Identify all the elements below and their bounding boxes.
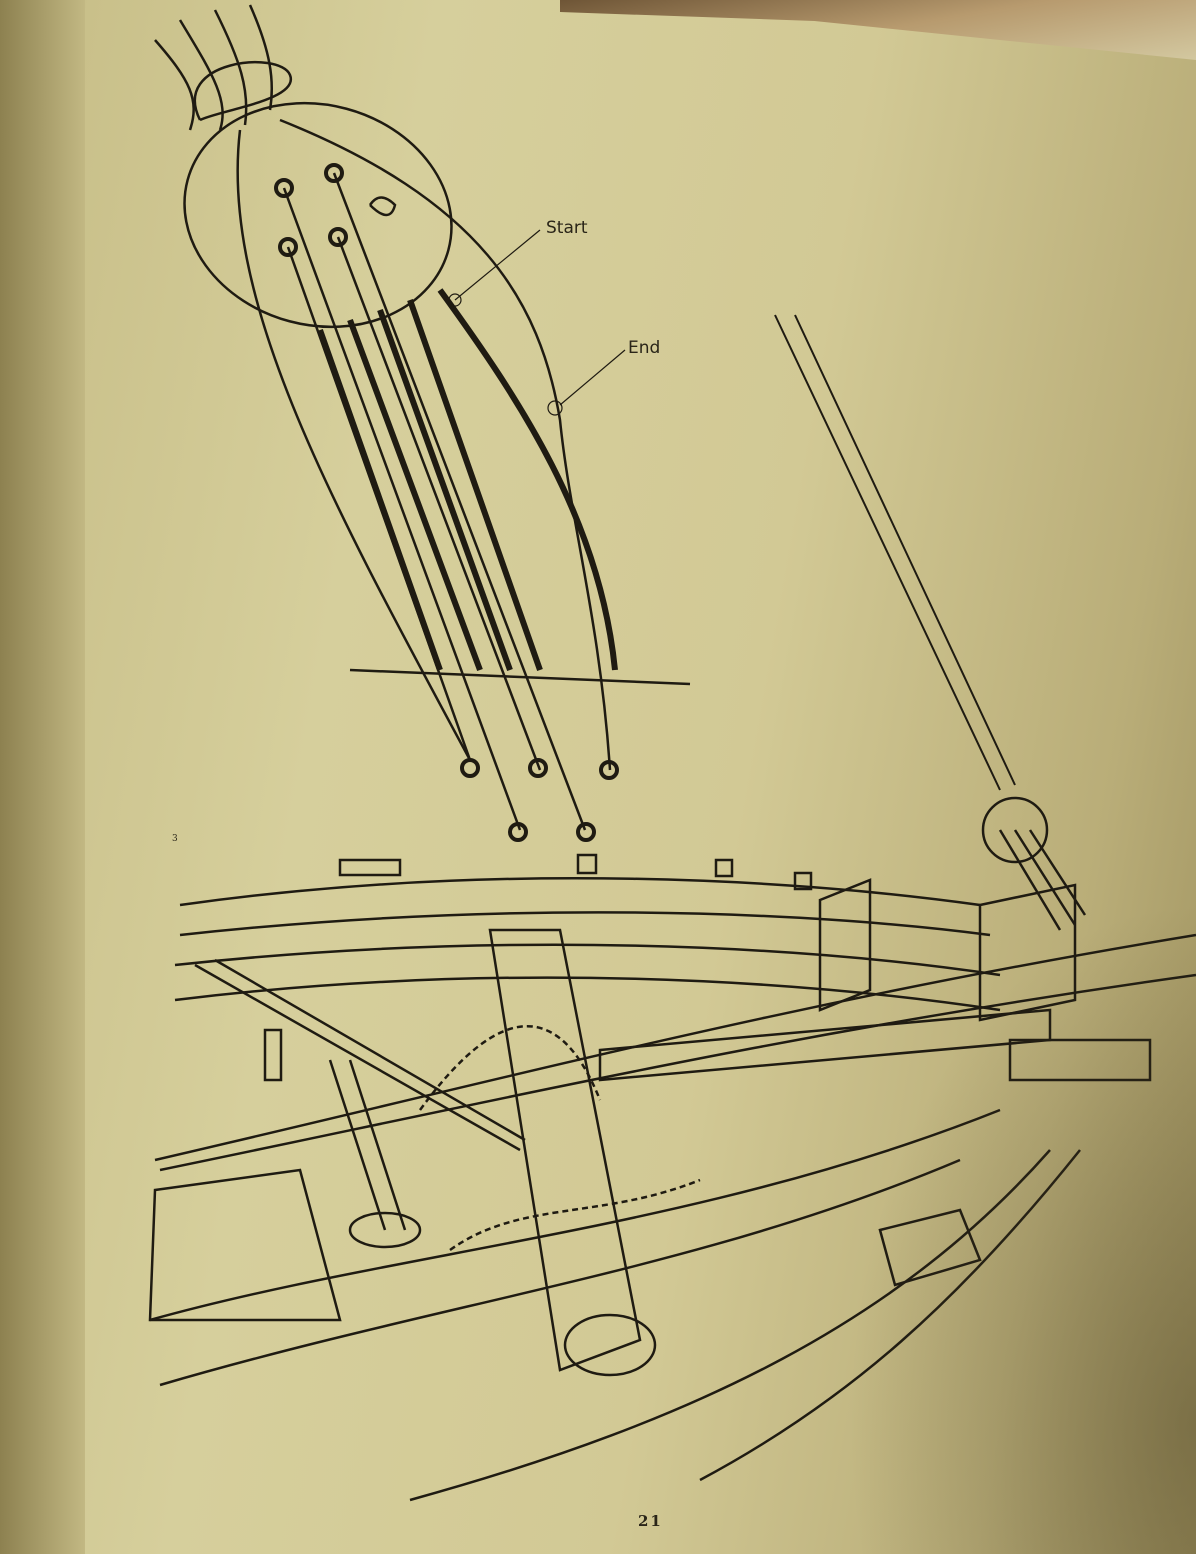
label-start: Start: [546, 218, 588, 238]
bow-deck-drawing: [148, 853, 1196, 1502]
deadeye-detail: [154, 4, 691, 842]
label-end: End: [628, 338, 661, 358]
shroud-and-deadeye: [774, 314, 1087, 931]
book-gutter: [0, 0, 85, 1554]
photo-shadow: [846, 900, 1196, 1554]
page-number: 21: [638, 1512, 663, 1530]
figure-number: 3: [172, 834, 178, 844]
